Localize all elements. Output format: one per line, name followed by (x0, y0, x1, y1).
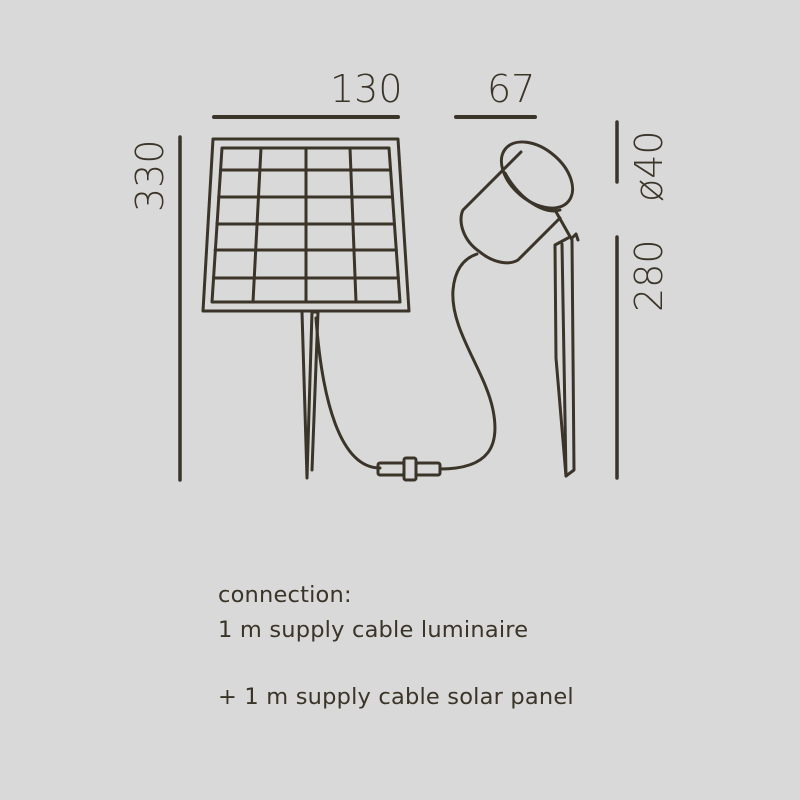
diameter-label: ø40 (627, 130, 671, 202)
notes-solar-cable: + 1 m supply cable solar panel (218, 684, 574, 710)
spotlight-luminaire (438, 140, 580, 478)
panel-width-label: 130 (330, 67, 403, 111)
stake-height-label: 280 (627, 239, 671, 312)
notes-luminaire-cable: 1 m supply cable luminaire (218, 617, 529, 643)
connection-notes: connection: 1 m supply cable luminaire +… (218, 578, 574, 715)
luminaire-width-label: 67 (487, 67, 535, 111)
notes-spacer (218, 648, 574, 680)
solar-panel (201, 137, 411, 480)
cable-connector (376, 456, 442, 482)
notes-heading: connection: (218, 582, 352, 608)
total-height-label: 330 (128, 139, 172, 212)
